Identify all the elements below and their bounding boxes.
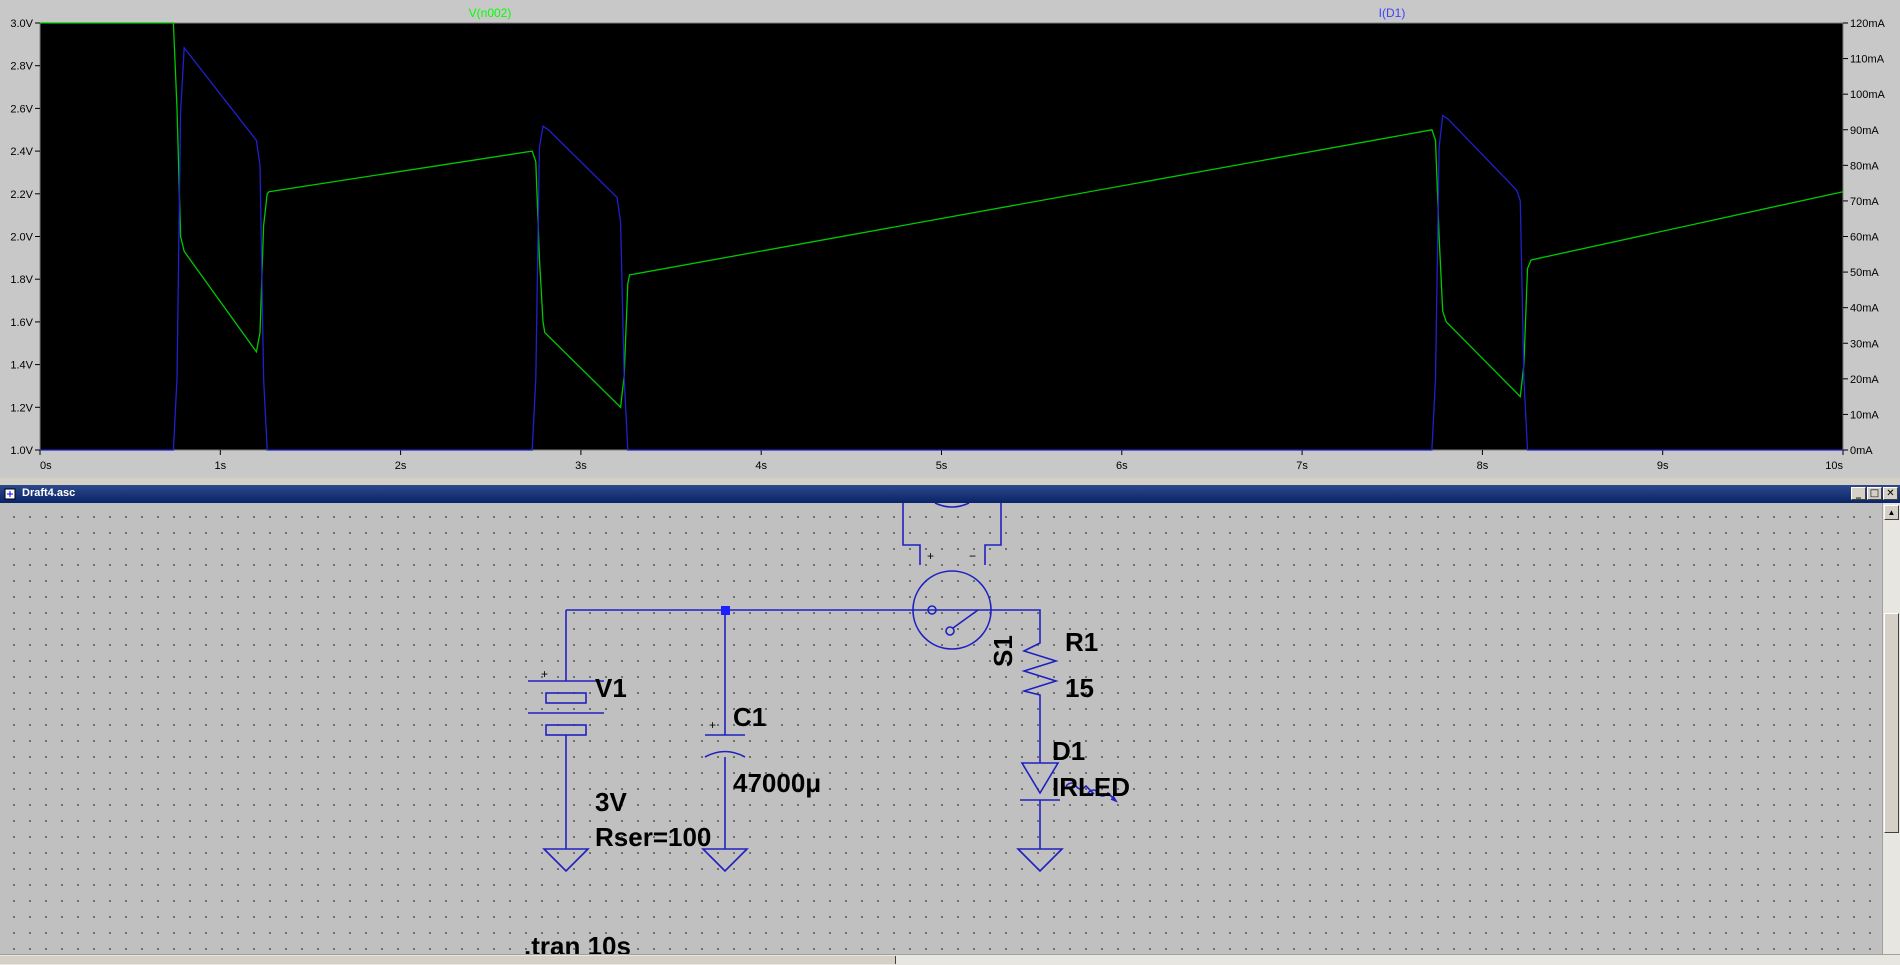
y-left-tick-label: 2.6V — [10, 103, 33, 115]
scroll-thumb[interactable] — [1884, 613, 1899, 833]
v1-value-label[interactable]: 3V — [595, 787, 627, 817]
traces — [40, 22, 1844, 451]
v1-name-label[interactable]: V1 — [595, 673, 627, 703]
battery-v1-symbol[interactable] — [528, 680, 604, 761]
y-right-tick-label: 20mA — [1850, 374, 1879, 386]
voltage-trace[interactable] — [40, 22, 1844, 409]
x-tick-label: 3s — [575, 460, 587, 472]
minimize-button[interactable]: _ — [1851, 487, 1866, 500]
y-right-tick-label: 60mA — [1850, 232, 1879, 244]
y-left-tick-label: 3.0V — [10, 18, 33, 30]
x-tick-label: 0s — [40, 460, 52, 472]
y-left-tick-label: 1.6V — [10, 317, 33, 329]
schematic-horizontal-scrollbar[interactable] — [0, 954, 1900, 965]
x-axis-ticks: 0s 1s 2s 3s 4s 5s 6s 7s 8s 9s 10s — [39, 450, 1844, 472]
d1-name-label[interactable]: D1 — [1052, 736, 1085, 766]
y-left-tick-label: 1.2V — [10, 402, 33, 414]
r1-value-label[interactable]: 15 — [1065, 673, 1094, 703]
close-button[interactable]: ✕ — [1883, 487, 1898, 500]
y-right-tick-label: 100mA — [1850, 89, 1886, 101]
y-left-tick-label: 2.2V — [10, 189, 33, 201]
ground-icon — [701, 848, 749, 873]
r1-name-label[interactable]: R1 — [1065, 627, 1098, 657]
y-right-tick-label: 30mA — [1850, 338, 1879, 350]
schematic-window-title: Draft4.asc — [22, 487, 76, 499]
ground-icon — [1016, 848, 1064, 873]
y-left-tick-label: 1.8V — [10, 274, 33, 286]
y-right-tick-label: 0mA — [1850, 445, 1873, 457]
x-tick-label: 9s — [1657, 460, 1669, 472]
switch-minus-sign: − — [969, 549, 976, 563]
x-tick-label: 8s — [1477, 460, 1489, 472]
maximize-button[interactable]: □ — [1867, 487, 1882, 500]
ground-icon — [542, 848, 590, 873]
y-left-tick-label: 2.4V — [10, 146, 33, 158]
x-tick-label: 2s — [395, 460, 407, 472]
waveform-pane[interactable]: 3.0V 2.8V 2.6V 2.4V 2.2V 2.0V 1.8V 1.6V 1.4V 1.2V… — [0, 0, 1900, 478]
x-tick-label: 1s — [214, 460, 226, 472]
y-right-tick-label: 70mA — [1850, 196, 1879, 208]
v1-rser-label[interactable]: Rser=100 — [595, 822, 711, 852]
horizontal-scroll-thumb[interactable] — [0, 956, 896, 964]
junction-dot[interactable] — [721, 606, 730, 615]
y-right-tick-label: 10mA — [1850, 409, 1879, 421]
resistor-r1-symbol[interactable] — [1021, 635, 1059, 703]
y-right-tick-label: 110mA — [1850, 54, 1885, 66]
schematic-canvas[interactable]: + + + − — [0, 503, 1882, 955]
x-tick-label: 4s — [755, 460, 767, 472]
c1-name-label[interactable]: C1 — [733, 702, 766, 732]
y-axis-right-ticks: 120mA 110mA 100mA 90mA 80mA 70mA 60mA 50mA 40mA 3… — [1843, 18, 1886, 457]
x-tick-label: 6s — [1116, 460, 1128, 472]
trace-label-current[interactable]: I(D1) — [1379, 6, 1406, 20]
current-trace[interactable] — [40, 46, 1843, 451]
d1-value-label[interactable]: IRLED — [1052, 772, 1130, 802]
x-tick-label: 5s — [936, 460, 948, 472]
y-left-tick-label: 2.0V — [10, 232, 33, 244]
capacitor-c1-symbol[interactable] — [704, 734, 746, 758]
y-left-tick-label: 2.8V — [10, 61, 33, 73]
y-right-tick-label: 120mA — [1850, 18, 1886, 30]
c1-value-label[interactable]: 47000μ — [733, 768, 821, 798]
trace-label-voltage[interactable]: V(n002) — [469, 6, 512, 20]
scroll-up-arrow-icon[interactable]: ▲ — [1884, 505, 1899, 520]
y-right-tick-label: 80mA — [1850, 160, 1879, 172]
schematic-window[interactable]: Draft4.asc _ □ ✕ — [0, 485, 1900, 965]
y-left-tick-label: 1.0V — [10, 445, 33, 457]
x-tick-label: 10s — [1825, 460, 1843, 472]
y-axis-left-ticks: 3.0V 2.8V 2.6V 2.4V 2.2V 2.0V 1.8V 1.6V 1.4V 1.2V… — [10, 18, 40, 457]
y-right-tick-label: 90mA — [1850, 125, 1879, 137]
y-right-tick-label: 40mA — [1850, 303, 1879, 315]
y-right-tick-label: 50mA — [1850, 267, 1879, 279]
s1-name-label[interactable]: S1 — [988, 635, 1018, 667]
wires — [565, 503, 1041, 849]
schematic-titlebar[interactable]: Draft4.asc _ □ ✕ — [0, 485, 1900, 503]
capacitor-plus-sign: + — [709, 718, 716, 732]
y-left-tick-label: 1.4V — [10, 360, 33, 372]
x-tick-label: 7s — [1296, 460, 1308, 472]
schematic-document-icon[interactable] — [4, 488, 16, 500]
switch-plus-sign: + — [927, 549, 934, 563]
schematic-vertical-scrollbar[interactable]: ▲ — [1882, 503, 1900, 955]
waveform-plot[interactable]: 3.0V 2.8V 2.6V 2.4V 2.2V 2.0V 1.8V 1.6V 1.4V 1.2V… — [0, 0, 1900, 478]
battery-plus-sign: + — [541, 667, 548, 681]
plot-area[interactable] — [39, 22, 1844, 451]
spice-directive[interactable]: .tran 10s — [524, 931, 631, 955]
switch-s1-symbol[interactable] — [912, 503, 992, 650]
led-d1-symbol[interactable] — [1020, 762, 1118, 803]
